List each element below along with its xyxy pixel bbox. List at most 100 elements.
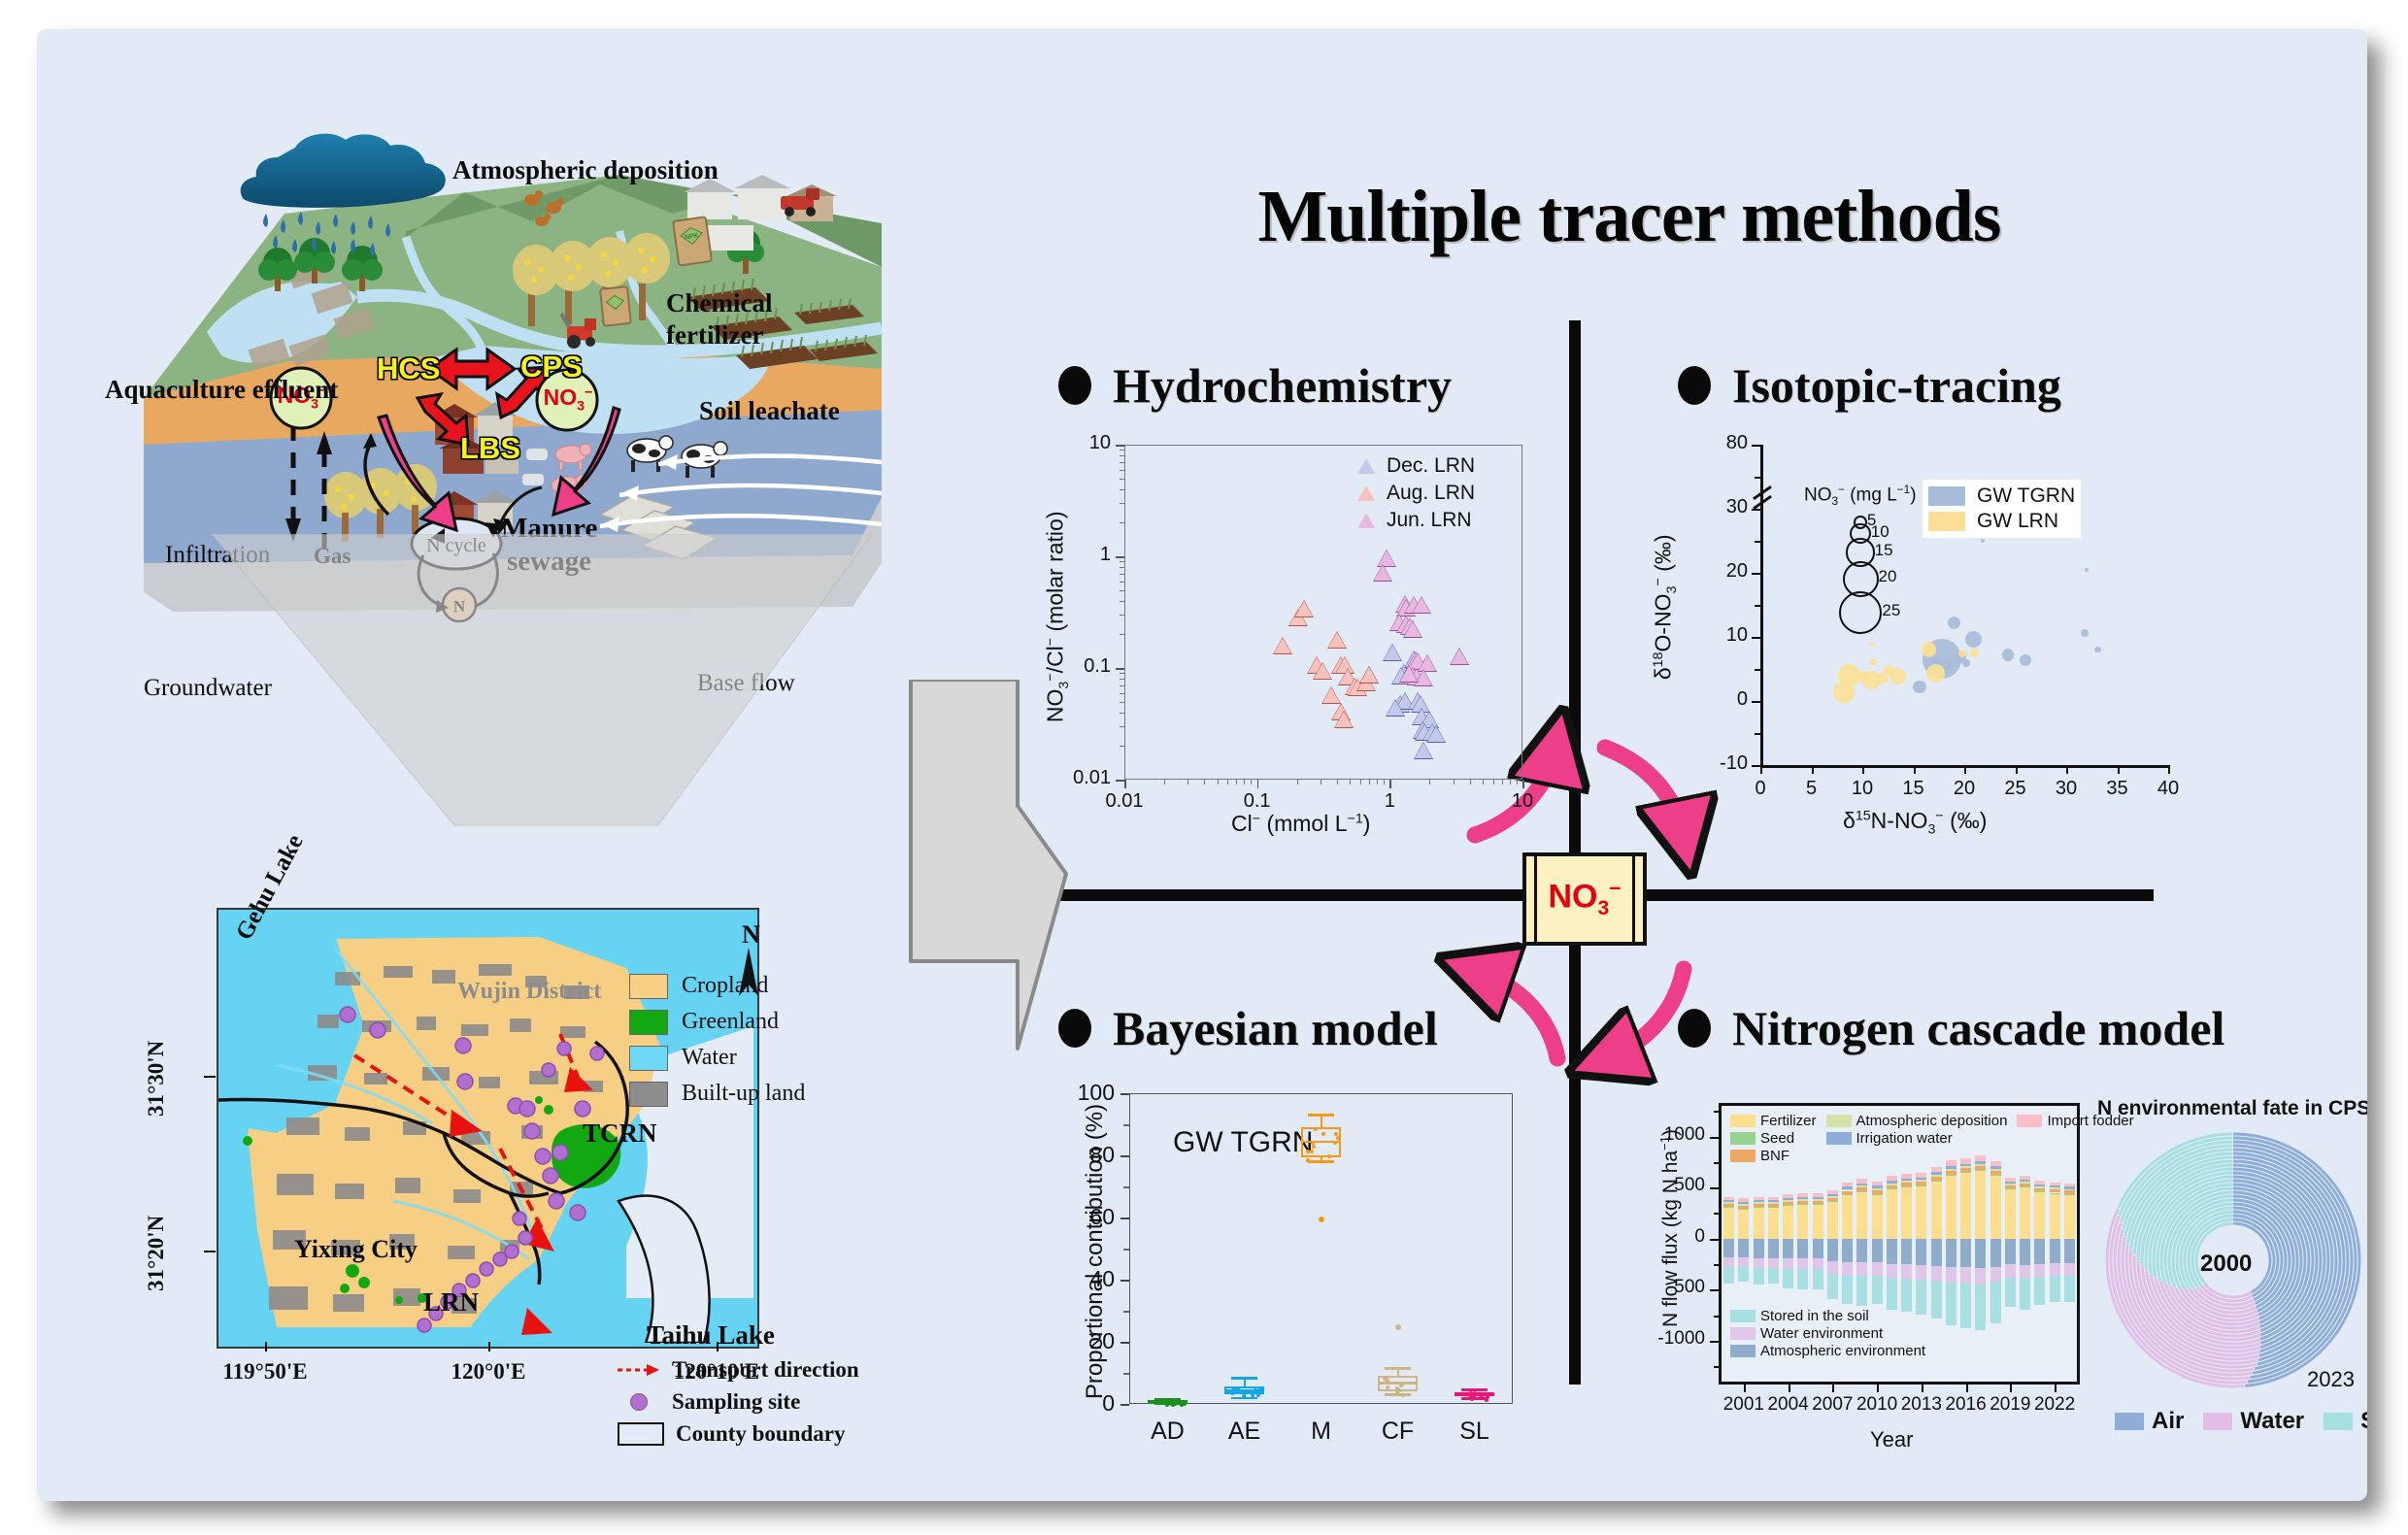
- scatter-point: [1274, 638, 1291, 653]
- bar-segment: [1946, 1283, 1956, 1325]
- bar-segment: [1872, 1195, 1883, 1239]
- legend-swatch: [1826, 1115, 1852, 1127]
- category-label: CF: [1359, 1418, 1437, 1446]
- legend-swatch: [1928, 512, 1965, 531]
- bubble-point: [1833, 682, 1855, 703]
- bar-segment: [1856, 1262, 1867, 1275]
- bar-segment: [1797, 1199, 1808, 1201]
- bar-segment: [1887, 1181, 1897, 1184]
- bubble-point: [2081, 629, 2089, 637]
- bar-segment: [2050, 1189, 2060, 1192]
- bar-segment: [1754, 1208, 1764, 1239]
- legend-item: Soil: [2324, 1408, 2367, 1435]
- label-hcs: HCS: [377, 351, 440, 386]
- bar-segment: [1827, 1198, 1838, 1201]
- donut-legend: AirWaterSoil: [2115, 1408, 2367, 1435]
- bar-segment: [1960, 1166, 1971, 1168]
- x-minor-tick: [1384, 780, 1385, 784]
- bar-segment: [1960, 1239, 1971, 1267]
- legend-item: Atmospheric environment: [1730, 1343, 1925, 1359]
- map-y-tick-label: 31°20'N: [144, 1216, 169, 1291]
- y-minor-tick: [1714, 1162, 1719, 1164]
- bar-segment: [1872, 1276, 1883, 1304]
- x-tick: [2010, 1385, 2012, 1392]
- bar-segment: [1768, 1207, 1779, 1208]
- bubble-point: [2094, 647, 2100, 652]
- bar-segment: [2064, 1263, 2075, 1276]
- bar-segment: [1946, 1176, 1956, 1239]
- y-tick-label: 60: [1056, 1204, 1115, 1230]
- legend-label: Soil: [2360, 1408, 2367, 1435]
- bar-segment: [1797, 1258, 1808, 1269]
- y-tick: [1120, 1093, 1129, 1095]
- bar-segment: [1990, 1169, 2001, 1171]
- bar-segment: [1768, 1204, 1779, 1207]
- abstract-card: Multiple tracer methods NO3− Hydrochemis…: [37, 29, 2367, 1501]
- legend-spacer: [2017, 1130, 2018, 1131]
- x-tick-label: 10: [1501, 790, 1544, 813]
- bar-segment: [1946, 1267, 1956, 1283]
- bar-segment: [2050, 1276, 2060, 1303]
- map-x-tick-label: 119°50'E: [197, 1359, 333, 1385]
- label-soil-leachate: Soil leachate: [699, 396, 840, 426]
- bar-segment: [2050, 1183, 2060, 1185]
- map-label-lrn: LRN: [423, 1287, 479, 1318]
- x-tick: [1966, 1385, 1968, 1392]
- bar-segment: [1856, 1179, 1867, 1183]
- legend-label: Atmospheric deposition: [1856, 1113, 2008, 1129]
- y-tick-label: 10: [1047, 432, 1111, 454]
- bar-segment: [1723, 1239, 1734, 1257]
- x-tick: [2066, 765, 2068, 774]
- x-tick-label: 25: [1994, 778, 2037, 800]
- bar-segment: [1813, 1239, 1823, 1259]
- x-minor-tick: [1360, 780, 1361, 784]
- x-tick: [1389, 780, 1391, 788]
- bar-segment: [1813, 1258, 1823, 1269]
- bar-segment: [1872, 1185, 1883, 1188]
- y-tick-label: 0: [1056, 1390, 1115, 1417]
- bar-segment: [1842, 1189, 1853, 1191]
- bar-segment: [1827, 1201, 1838, 1202]
- panel-heading-hydrochemistry: Hydrochemistry: [1058, 357, 1452, 414]
- bar-segment: [1931, 1281, 1942, 1318]
- x-minor-tick: [1510, 780, 1511, 784]
- y-tick: [1752, 637, 1760, 639]
- boxplot-datapoint: [1334, 1132, 1338, 1136]
- boxplot-cap: [1461, 1397, 1487, 1400]
- size-legend-label: 20: [1879, 567, 1897, 586]
- y-tick: [1116, 445, 1124, 447]
- legend-marker: [1357, 513, 1375, 528]
- bar-segment: [1783, 1206, 1793, 1239]
- label-lbs: LBS: [460, 431, 520, 466]
- bubble-point: [1958, 650, 1966, 657]
- boxplot-datapoint: [1333, 1141, 1337, 1145]
- label-cps: CPS: [520, 350, 583, 384]
- x-tick-label: 0.01: [1103, 790, 1146, 813]
- bar-segment: [1960, 1168, 1971, 1172]
- x-tick: [1789, 1385, 1790, 1392]
- bar-segment: [1723, 1204, 1734, 1207]
- bar-segment: [1797, 1204, 1808, 1205]
- legend-item: Seed: [1730, 1130, 1817, 1147]
- x-tick: [1124, 780, 1126, 788]
- bar-segment: [1813, 1199, 1823, 1201]
- x-tick: [1257, 780, 1259, 788]
- legend-item: County boundary: [618, 1421, 859, 1447]
- bar-segment: [1783, 1269, 1793, 1288]
- y-tick: [1120, 1342, 1129, 1344]
- x-tick-label: 35: [2096, 778, 2139, 800]
- bar-segment: [2064, 1189, 2075, 1191]
- bullet-icon: [1058, 366, 1091, 405]
- bar-segment: [1827, 1202, 1838, 1238]
- bar-segment: [2020, 1265, 2030, 1279]
- bar-segment: [2050, 1193, 2060, 1238]
- map-x-tick: [265, 1342, 267, 1351]
- bubble-point: [1870, 643, 1875, 648]
- bar-segment: [1901, 1264, 1912, 1279]
- bar-segment: [1783, 1198, 1793, 1200]
- bar-segment: [2050, 1193, 2060, 1194]
- bar-segment: [1931, 1182, 1942, 1239]
- bar-segment: [1723, 1257, 1734, 1267]
- y-tick-label: 1000: [1643, 1124, 1705, 1146]
- bar-segment: [1931, 1175, 1942, 1177]
